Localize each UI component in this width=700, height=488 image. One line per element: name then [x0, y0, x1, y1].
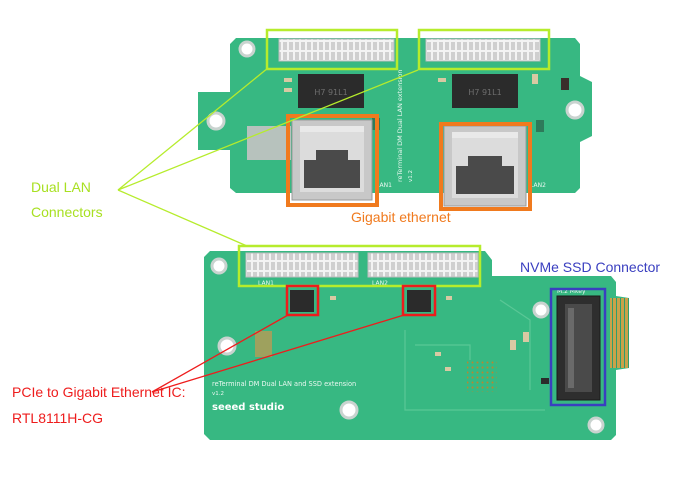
mount-hole: [339, 400, 359, 420]
heat-pad: [467, 360, 497, 392]
ethernet-ic-2: [407, 290, 431, 312]
mount-hole: [217, 336, 237, 356]
label-dual-lan-line2: Connectors: [31, 204, 103, 220]
label-pcie-ic-line1: PCIe to Gigabit Ethernet IC:: [12, 384, 186, 400]
label-gigabit-ethernet: Gigabit ethernet: [351, 209, 451, 225]
bottom-port-label-2: LAN2: [372, 280, 388, 287]
ffc-connector-2: [425, 38, 541, 62]
ffc-connector-4: [367, 252, 479, 278]
copper-pad: [255, 331, 272, 357]
highlight-nvme-slot: [549, 287, 607, 407]
label-dual-lan-line1: Dual LAN: [31, 179, 91, 195]
highlight-ethernet-ic-1: [285, 284, 320, 317]
callout-lines-lan: [117, 67, 419, 247]
mount-hole: [532, 301, 550, 319]
top-board-silkscreen: reTerminal DM Dual LAN extension: [396, 69, 404, 182]
top-port-label-1: LAN1: [376, 182, 392, 189]
highlight-lan-connector-2: [417, 28, 551, 71]
mount-hole: [206, 111, 226, 131]
bottom-port-label-1: LAN1: [258, 280, 274, 287]
ffc-connector-1: [278, 38, 395, 62]
top-board-version: v1.2: [408, 170, 414, 182]
label-nvme-ssd-connector: NVMe SSD Connector: [520, 259, 661, 275]
bottom-board-version: v1.2: [212, 391, 224, 397]
highlight-lan-connector-1: [265, 28, 399, 71]
highlight-rj45-1: [286, 114, 379, 207]
top-board-pad: [247, 126, 291, 160]
callout-lines-pcie: [151, 314, 405, 393]
rj45-jack-2: [443, 125, 527, 207]
seeed-studio-logo: seeed studio: [212, 402, 284, 413]
svg-text:H7 91L1: H7 91L1: [468, 88, 501, 97]
bottom-board-silkscreen: reTerminal DM Dual LAN and SSD extension: [212, 380, 356, 388]
svg-text:H7 91L1: H7 91L1: [314, 88, 347, 97]
mount-hole: [587, 416, 605, 434]
chip-top-left: [298, 74, 364, 108]
gold-fingers: [610, 298, 629, 368]
highlight-ethernet-ic-2: [401, 284, 437, 317]
highlight-lan-connector-3: [237, 244, 482, 288]
ethernet-ic-1: [290, 290, 314, 312]
bottom-board: M.2 Mkey LAN1 LAN2 reTerminal DM Dual LA…: [204, 251, 629, 440]
top-board: H7 91L1 H7 91L1 reTerminal DM Dual LAN e…: [198, 38, 592, 207]
mount-hole: [565, 100, 585, 120]
highlight-rj45-2: [439, 122, 532, 211]
mount-hole: [210, 257, 228, 275]
rj45-jack-1: [291, 119, 373, 201]
mount-hole: [238, 40, 256, 58]
ffc-connector-3: [245, 252, 359, 278]
label-pcie-ic-line2: RTL8111H-CG: [12, 410, 104, 426]
m2-slot-label: M.2 Mkey: [557, 288, 586, 295]
top-port-label-2: LAN2: [530, 182, 546, 189]
chip-top-right: [452, 74, 518, 108]
